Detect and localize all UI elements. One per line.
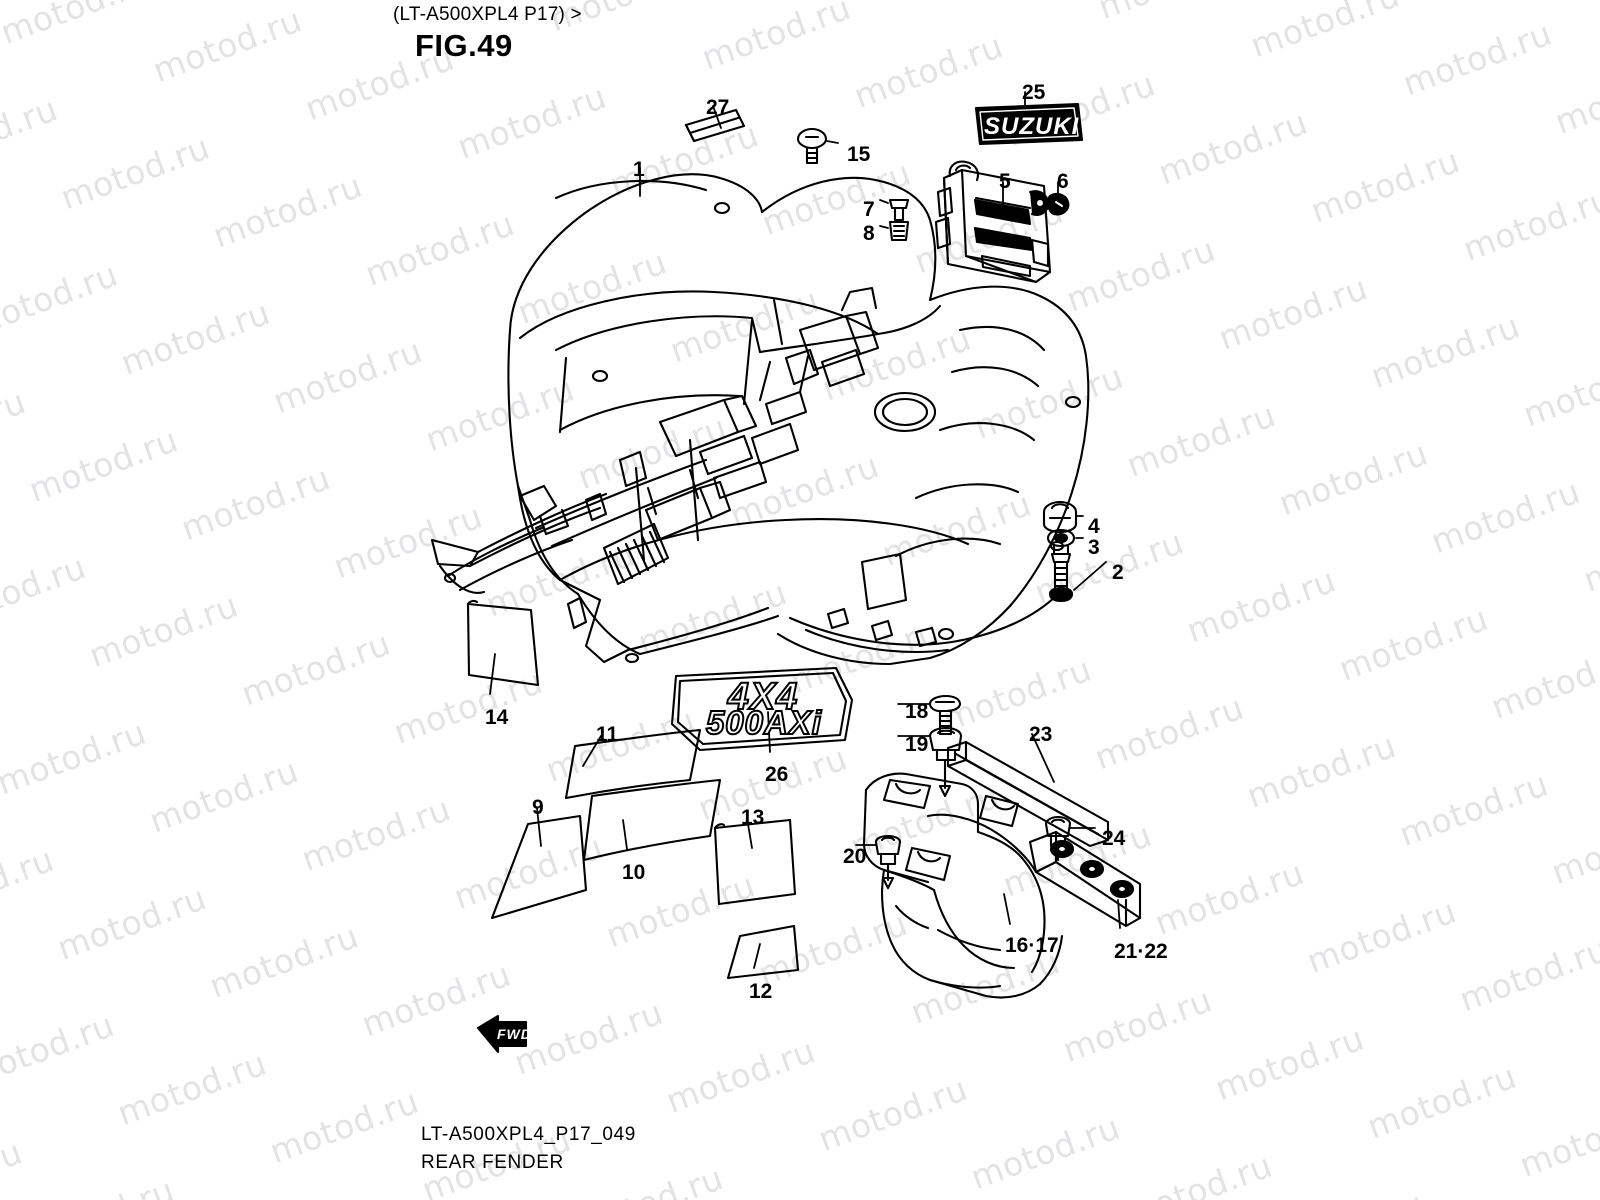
callout-number-21-22: 21·22 bbox=[1114, 940, 1168, 963]
model-decal-500axi-text: 500AXi bbox=[705, 703, 823, 742]
footer-title: REAR FENDER bbox=[421, 1152, 564, 1173]
callout-number-10: 10 bbox=[622, 861, 646, 884]
callout-number-2: 2 bbox=[1112, 561, 1124, 584]
callout-number-26: 26 bbox=[765, 763, 789, 786]
callout-number-5: 5 bbox=[999, 170, 1011, 193]
callout-number-13: 13 bbox=[741, 806, 765, 829]
callout-number-16-17: 16·17 bbox=[1005, 934, 1059, 957]
callout-number-3: 3 bbox=[1088, 536, 1100, 559]
callout-number-14: 14 bbox=[485, 706, 509, 729]
callout-number-27: 27 bbox=[706, 96, 730, 119]
callout-number-12: 12 bbox=[749, 980, 773, 1003]
callout-number-11: 11 bbox=[596, 723, 619, 746]
model-decal-4x4-text: 4X4 bbox=[727, 675, 799, 719]
callout-number-18: 18 bbox=[905, 700, 929, 723]
callout-number-4: 4 bbox=[1088, 515, 1100, 538]
callout-number-15: 15 bbox=[847, 143, 871, 166]
callout-number-7: 7 bbox=[863, 198, 875, 221]
callout-number-23: 23 bbox=[1029, 723, 1053, 746]
callout-number-20: 20 bbox=[843, 845, 867, 868]
callout-number-25: 25 bbox=[1022, 81, 1046, 104]
fwd-marker-text: FWD bbox=[497, 1026, 532, 1042]
callout-number-8: 8 bbox=[863, 222, 875, 245]
figure-title: FIG.49 bbox=[415, 28, 513, 63]
callout-number-19: 19 bbox=[905, 733, 929, 756]
suzuki-emblem-text: SUZUKI bbox=[984, 113, 1080, 140]
footer-code: LT-A500XPL4_P17_049 bbox=[421, 1124, 636, 1145]
callout-number-9: 9 bbox=[532, 796, 544, 819]
callout-number-24: 24 bbox=[1102, 827, 1126, 850]
page-header: (LT-A500XPL4 P17) > bbox=[393, 4, 582, 25]
callout-number-1: 1 bbox=[633, 158, 645, 181]
callout-number-6: 6 bbox=[1057, 170, 1069, 193]
